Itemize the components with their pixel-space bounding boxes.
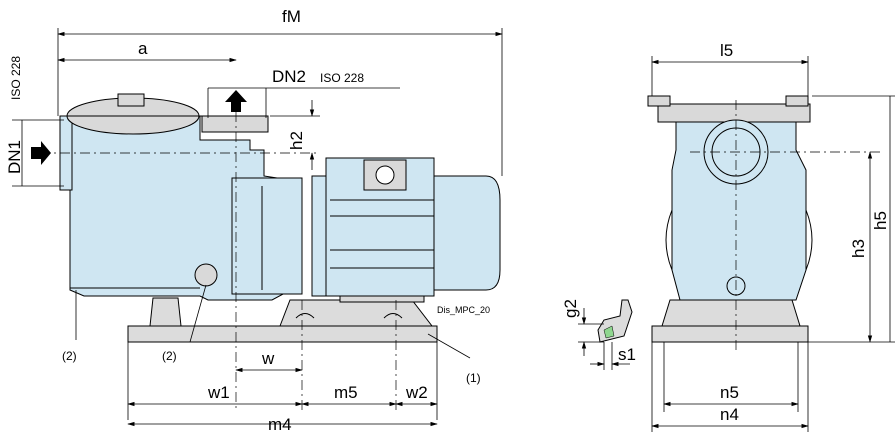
dimension-lines <box>12 28 503 427</box>
side-view: fM a DN2 ISO 228 ISO 228 DN1 h2 w w1 m5 … <box>5 7 503 434</box>
label-n4: n4 <box>720 405 739 424</box>
label-m4: m4 <box>268 415 292 434</box>
label-w1: w1 <box>207 383 230 402</box>
label-w2: w2 <box>405 383 428 402</box>
label-h2: h2 <box>287 131 306 150</box>
front-view: l5 h3 h5 n5 n4 <box>647 41 895 432</box>
label-n5: n5 <box>720 383 739 402</box>
label-l5: l5 <box>720 41 733 60</box>
label-g2: g2 <box>561 299 580 318</box>
label-note-2-drain: (2) <box>162 349 177 363</box>
label-dn1: DN1 <box>5 140 24 174</box>
pump-body <box>59 93 303 301</box>
label-w: w <box>261 349 275 368</box>
label-s1: s1 <box>618 345 636 364</box>
base-plate <box>127 297 438 343</box>
label-note-2-left: (2) <box>62 349 77 363</box>
foot-detail: g2 s1 <box>561 299 636 370</box>
motor <box>311 157 501 303</box>
centre-lines <box>40 92 397 412</box>
arrow-up-icon <box>225 90 247 112</box>
label-iso-228-side: ISO 228 <box>9 56 23 100</box>
label-drawing-code: Dis_MPC_20 <box>437 305 490 315</box>
label-m5: m5 <box>334 383 358 402</box>
label-a: a <box>138 39 148 58</box>
label-dn2: DN2 <box>272 67 306 86</box>
arrow-right-icon <box>31 141 51 165</box>
label-fM: fM <box>282 7 301 26</box>
label-h5: h5 <box>871 211 890 230</box>
label-h3: h3 <box>849 239 868 258</box>
label-note-1: (1) <box>466 371 481 385</box>
label-iso-228-top: ISO 228 <box>320 71 364 85</box>
